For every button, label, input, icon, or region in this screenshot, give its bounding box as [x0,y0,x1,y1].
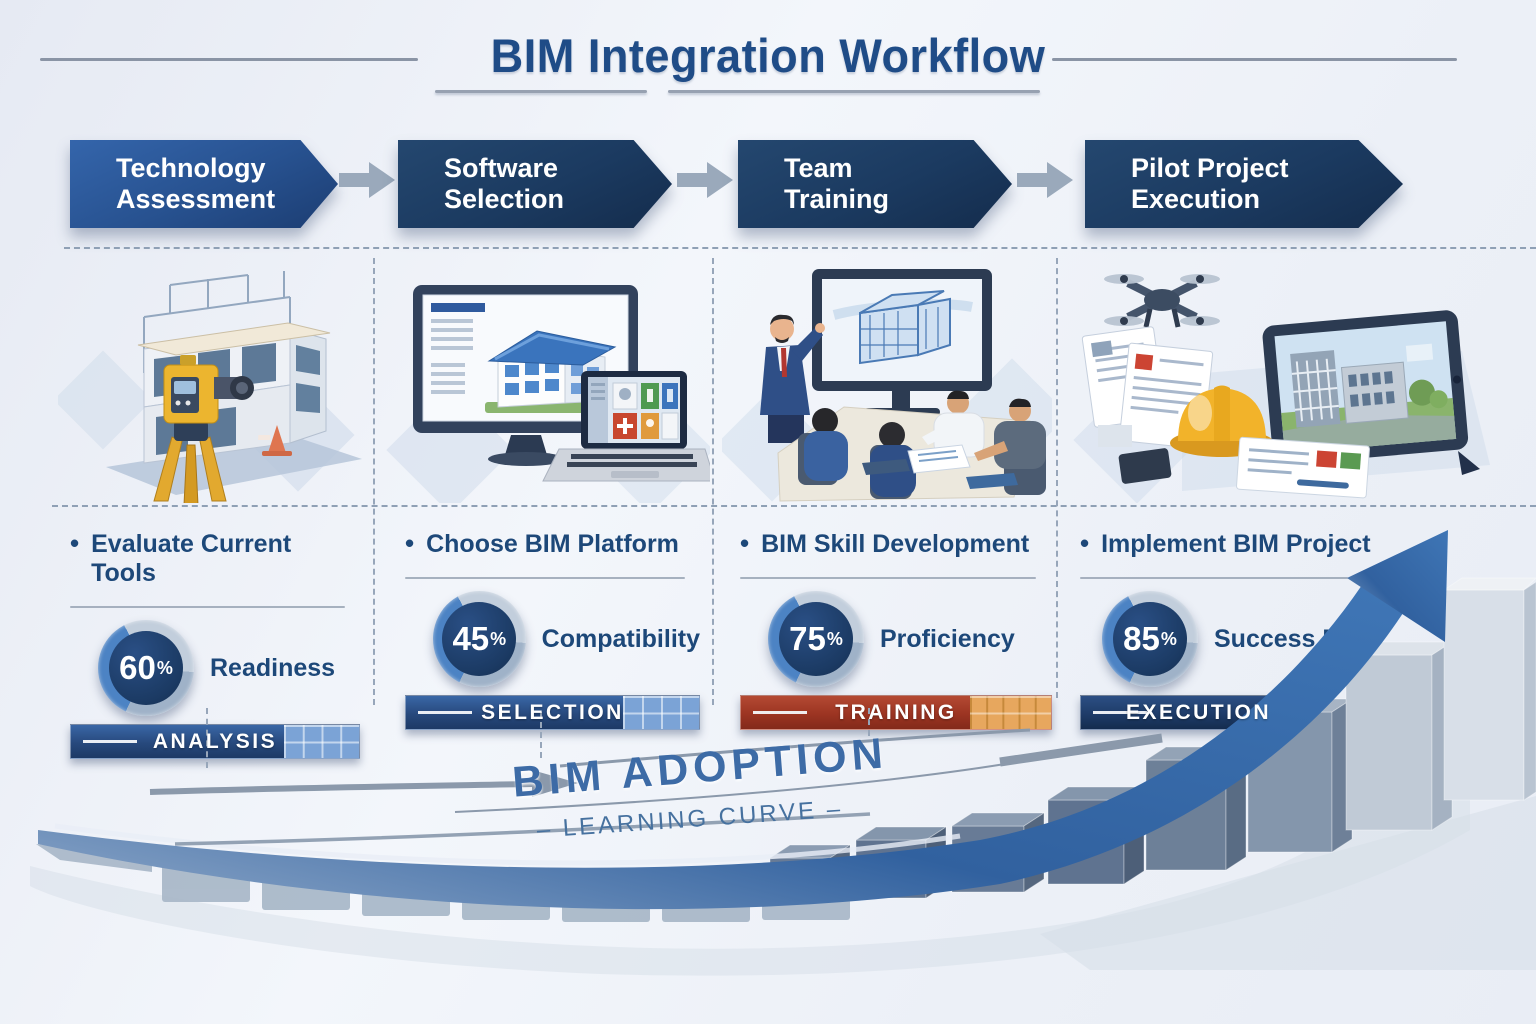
title-underline-left [435,90,647,93]
banner-label-line: Team [784,152,853,183]
column-divider [740,577,1036,579]
banner-label-line: Software [444,152,559,183]
bar-label: ANALYSIS [152,729,278,753]
stage-bullet-text: BIM Skill Development [761,530,1030,558]
traffic-cone-icon [258,425,292,456]
bullet-icon: • [405,528,415,558]
stage-detail-pilot-project-execution: • Implement BIM Project 85 % Success Rat… [1080,528,1380,730]
title-underline-right [668,90,1040,93]
stage-detail-software-selection: • Choose BIM Platform 45 % Compatibility… [405,528,700,730]
banner-label-line: Selection [444,184,565,214]
flow-arrow-icon [677,160,733,200]
percent-badge: 85 % [1102,591,1198,687]
stage-bullet-text: Implement BIM Project [1101,530,1371,558]
percent-value: 85 [1123,620,1160,657]
percent-badge: 60 % [98,620,194,716]
illustration-pilot-project-execution [1062,255,1490,503]
table-items [862,444,1018,489]
percent-value: 45 [452,620,490,657]
dashed-divider-3 [1056,258,1058,698]
bar-accent-line [83,739,137,743]
bar-segments [284,725,359,758]
page-title: BIM Integration Workflow [490,29,1046,82]
stage-bullet-text: Evaluate Current Tools [91,530,292,587]
laptop-icon [542,371,710,482]
illustration-software-selection [385,255,710,503]
dashed-divider-2 [712,258,714,705]
bar-segments [622,696,699,729]
percent-value: 60 [119,649,156,686]
bars-platform [1040,796,1536,970]
bar-accent-line [753,710,807,714]
percent-sign: % [156,657,173,678]
metric-label: Proficiency [880,624,1015,653]
banner-label-line: Technology [116,152,266,183]
tablet-icon [1262,310,1469,465]
percent-badge: 75 % [768,591,864,687]
percent-value: 75 [789,620,826,657]
attendee-persons [804,390,1046,497]
flow-arrow-icon [339,160,395,200]
site-plan-paper [1236,436,1370,499]
column-divider [70,606,345,608]
phone-icon [1118,448,1172,484]
progress-bar-execution: EXECUTION [1080,695,1317,730]
percent-badge: 45 % [433,591,526,687]
column-divider [1080,577,1348,579]
bar-label: TRAINING [835,700,957,724]
drone-icon [1104,274,1220,328]
dashed-divider-1 [373,258,375,705]
stage-banner-pilot-project-execution: Pilot Project Execution [1085,140,1403,228]
illustration-technology-assessment [58,255,370,503]
banner-label-line: Assessment [116,184,276,214]
total-station-icon [153,355,254,503]
bar-label: SELECTION [481,700,624,724]
bullet-icon: • [740,528,750,558]
illustration-team-training [722,255,1052,503]
progress-bar-selection: SELECTION [405,695,700,730]
stage-bullet-text: Choose BIM Platform [426,530,679,558]
dashed-rule-mid [52,505,1536,507]
note-card [1098,425,1132,447]
column-divider [405,577,685,579]
title-side-line-right [1052,58,1457,61]
banner-label-line: Pilot Project [1131,152,1289,183]
metric-label: Success Rate [1214,624,1377,653]
bar-segments [970,696,1051,729]
stage-detail-team-training: • BIM Skill Development 75 % Proficiency… [740,528,1052,730]
percent-sign: % [1160,628,1177,649]
stage-banner-team-training: Team Training [738,140,1012,228]
flow-arrow-icon [1017,160,1073,200]
stage-detail-technology-assessment: • Evaluate Current Tools 60 % Readiness … [70,528,360,759]
desktop-monitor-icon [413,285,638,466]
bar-label: EXECUTION [1125,700,1271,724]
banner-label-line: Training [784,184,890,214]
progress-bar-analysis: ANALYSIS [70,724,360,759]
percent-sign: % [490,628,507,649]
banner-label-line: Execution [1131,184,1261,214]
dashed-rule-top [64,247,1536,249]
tablet-kickstand [1458,451,1480,475]
bullet-icon: • [70,528,80,558]
stage-banner-technology-assessment: Technology Assessment [70,140,338,228]
progress-bar-training: TRAINING [740,695,1052,730]
presenter-person [760,314,825,443]
bullet-icon: • [1080,528,1090,558]
percent-sign: % [826,628,843,649]
bar-accent-line [418,710,472,714]
stage-banner-software-selection: Software Selection [398,140,672,228]
timeline-segments [36,844,850,922]
metric-label: Compatibility [541,624,700,653]
title-side-line-left [40,58,418,61]
metric-label: Readiness [210,653,336,682]
hardhat-icon [1170,385,1274,457]
